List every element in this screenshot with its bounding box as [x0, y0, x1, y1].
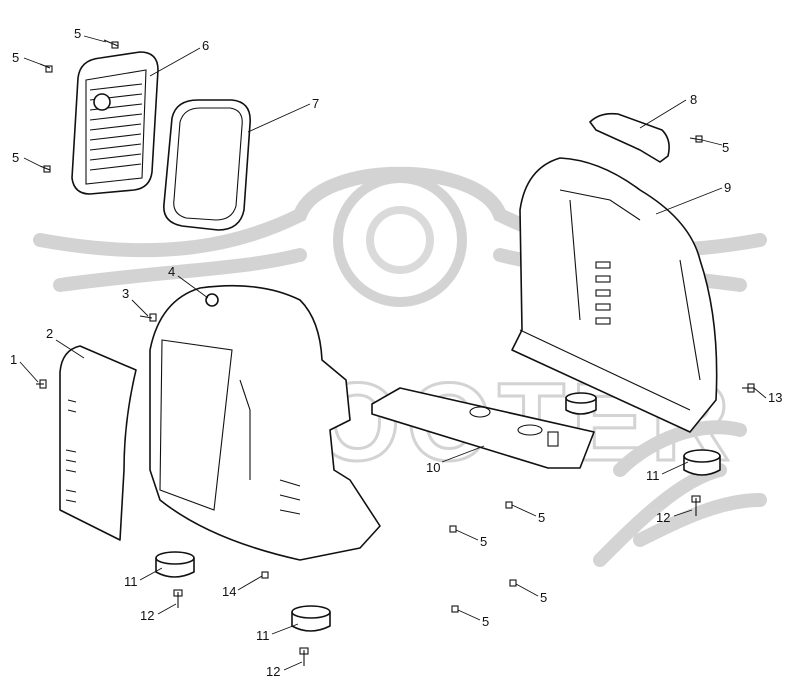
- callout-12-b: 12: [266, 664, 280, 679]
- callout-5-f: 5: [480, 534, 487, 549]
- callout-5-d: 5: [722, 140, 729, 155]
- callout-6: 6: [202, 38, 209, 53]
- part-6-cover-plate: [71, 51, 159, 195]
- part-11-foot-a: [155, 551, 195, 578]
- part-8-small-cover: [589, 112, 670, 163]
- callout-11-b: 11: [256, 628, 270, 643]
- callout-11-c: 11: [646, 468, 660, 483]
- callout-2: 2: [46, 326, 53, 341]
- callout-12-a: 12: [140, 608, 154, 623]
- callout-10: 10: [426, 460, 440, 475]
- callout-4: 4: [168, 264, 175, 279]
- callout-5-a: 5: [74, 26, 81, 41]
- part-4-main-housing: [149, 284, 381, 561]
- callout-11-a: 11: [124, 574, 138, 589]
- callout-12-c: 12: [656, 510, 670, 525]
- callout-labels: 1 2 3 4 5 5 5 5 5 5 5 5 6 7 8 9 10 11 11…: [10, 26, 782, 679]
- callout-5-e: 5: [538, 510, 545, 525]
- callout-5-g: 5: [540, 590, 547, 605]
- part-10-base-plate: [371, 387, 595, 469]
- callout-5-b: 5: [12, 50, 19, 65]
- callout-5-c: 5: [12, 150, 19, 165]
- part-11-foot-c: [683, 449, 721, 476]
- part-9-rear-housing: [511, 157, 718, 433]
- part-11-foot-b: [291, 605, 331, 632]
- callout-13: 13: [768, 390, 782, 405]
- callout-9: 9: [724, 180, 731, 195]
- screws: [36, 39, 755, 666]
- part-11-foot-d: [565, 392, 597, 415]
- leader-lines: [19, 35, 767, 671]
- callout-7: 7: [312, 96, 319, 111]
- callout-14: 14: [222, 584, 236, 599]
- callout-8: 8: [690, 92, 697, 107]
- part-2-side-panel: [59, 345, 137, 541]
- callout-3: 3: [122, 286, 129, 301]
- callout-1: 1: [10, 352, 17, 367]
- part-7-gasket: [163, 99, 251, 231]
- callout-5-h: 5: [482, 614, 489, 629]
